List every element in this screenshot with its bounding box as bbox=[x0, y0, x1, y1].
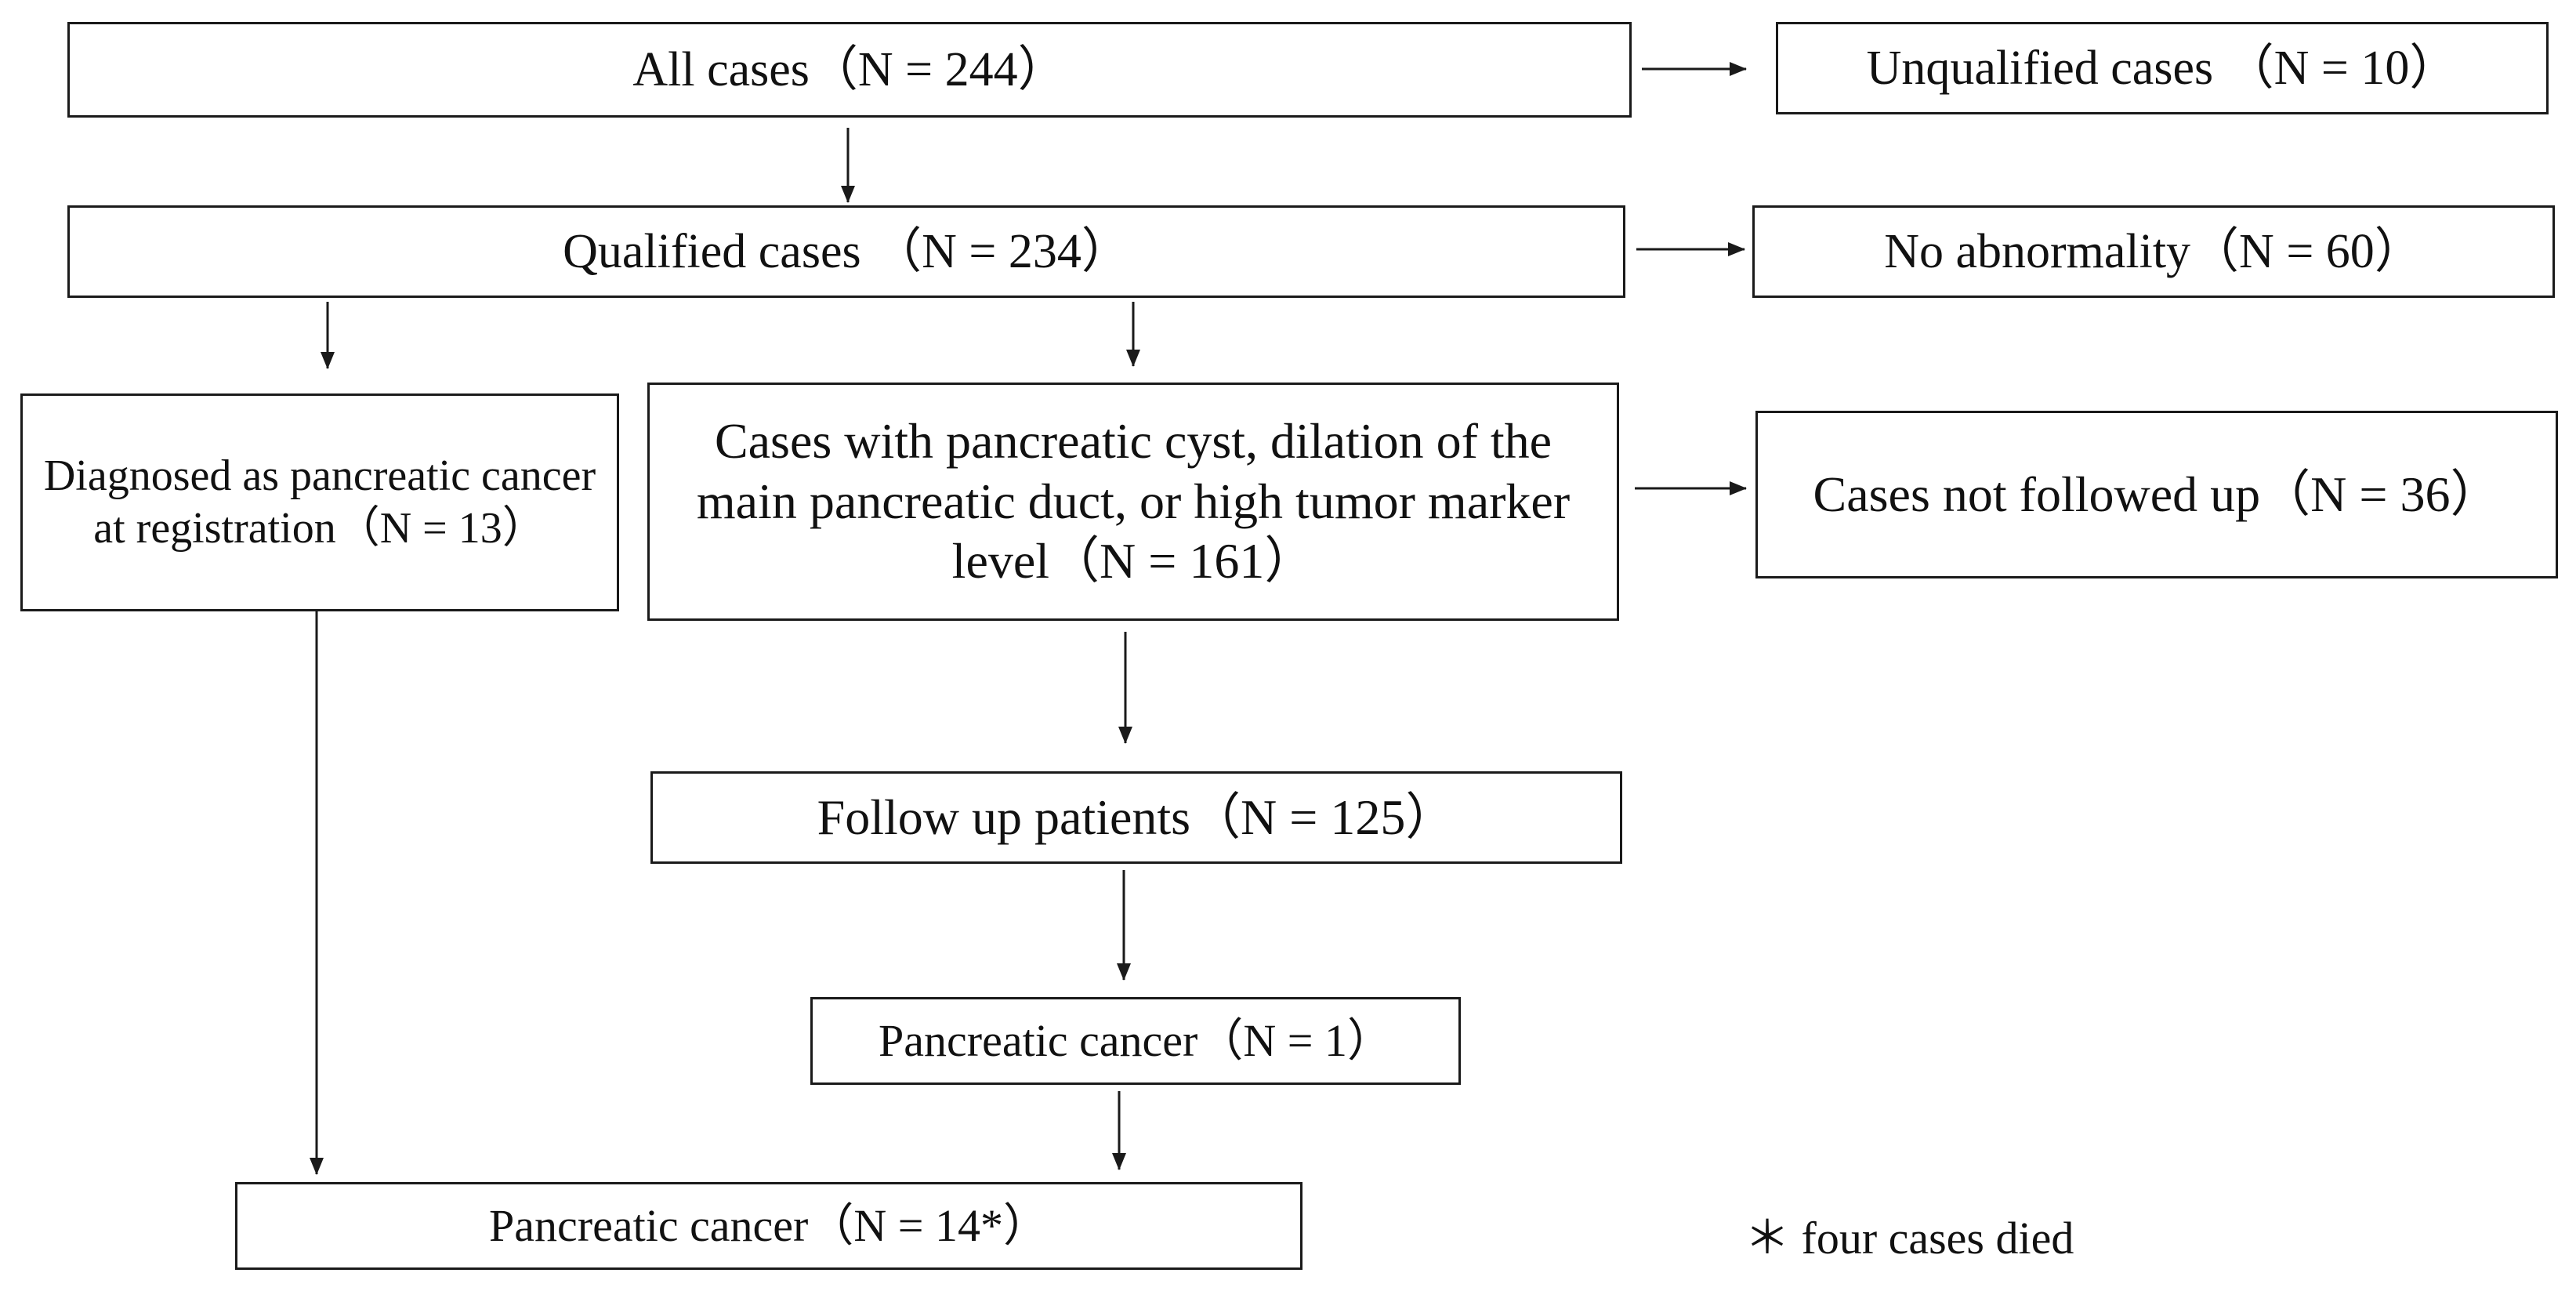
follow-up-patients-label: Follow up patients（N = 125） bbox=[817, 789, 1456, 845]
box-unqualified-cases: Unqualified cases （N = 10） bbox=[1776, 22, 2549, 114]
box-not-followed-up: Cases not followed up（N = 36） bbox=[1755, 411, 2558, 578]
box-pancreatic-cancer-total: Pancreatic cancer（N = 14*） bbox=[235, 1182, 1302, 1270]
no-abnormality-label: No abnormality（N = 60） bbox=[1884, 224, 2423, 278]
pancreatic-cancer-followup-label: Pancreatic cancer（N = 1） bbox=[879, 1015, 1393, 1067]
pancreatic-cancer-total-label: Pancreatic cancer（N = 14*） bbox=[489, 1200, 1049, 1252]
footnote-four-cases-died: ＊ four cases died bbox=[1745, 1213, 2074, 1264]
qualified-cases-label: Qualified cases （N = 234） bbox=[563, 224, 1130, 278]
not-followed-up-label: Cases not followed up（N = 36） bbox=[1813, 466, 2501, 522]
box-qualified-cases: Qualified cases （N = 234） bbox=[67, 205, 1625, 298]
box-all-cases: All cases（N = 244） bbox=[67, 22, 1632, 118]
cases-with-findings-label: Cases with pancreatic cyst, dilation of … bbox=[696, 412, 1571, 589]
box-diagnosed-at-registration: Diagnosed as pancreatic cancer at regist… bbox=[20, 393, 619, 611]
unqualified-cases-label: Unqualified cases （N = 10） bbox=[1866, 41, 2458, 95]
box-follow-up-patients: Follow up patients（N = 125） bbox=[650, 771, 1622, 864]
diagnosed-at-registration-label: Diagnosed as pancreatic cancer at regist… bbox=[43, 451, 596, 553]
box-cases-with-findings: Cases with pancreatic cyst, dilation of … bbox=[647, 383, 1619, 621]
box-no-abnormality: No abnormality（N = 60） bbox=[1752, 205, 2555, 298]
box-pancreatic-cancer-followup: Pancreatic cancer（N = 1） bbox=[810, 997, 1461, 1085]
all-cases-label: All cases（N = 244） bbox=[632, 42, 1067, 96]
